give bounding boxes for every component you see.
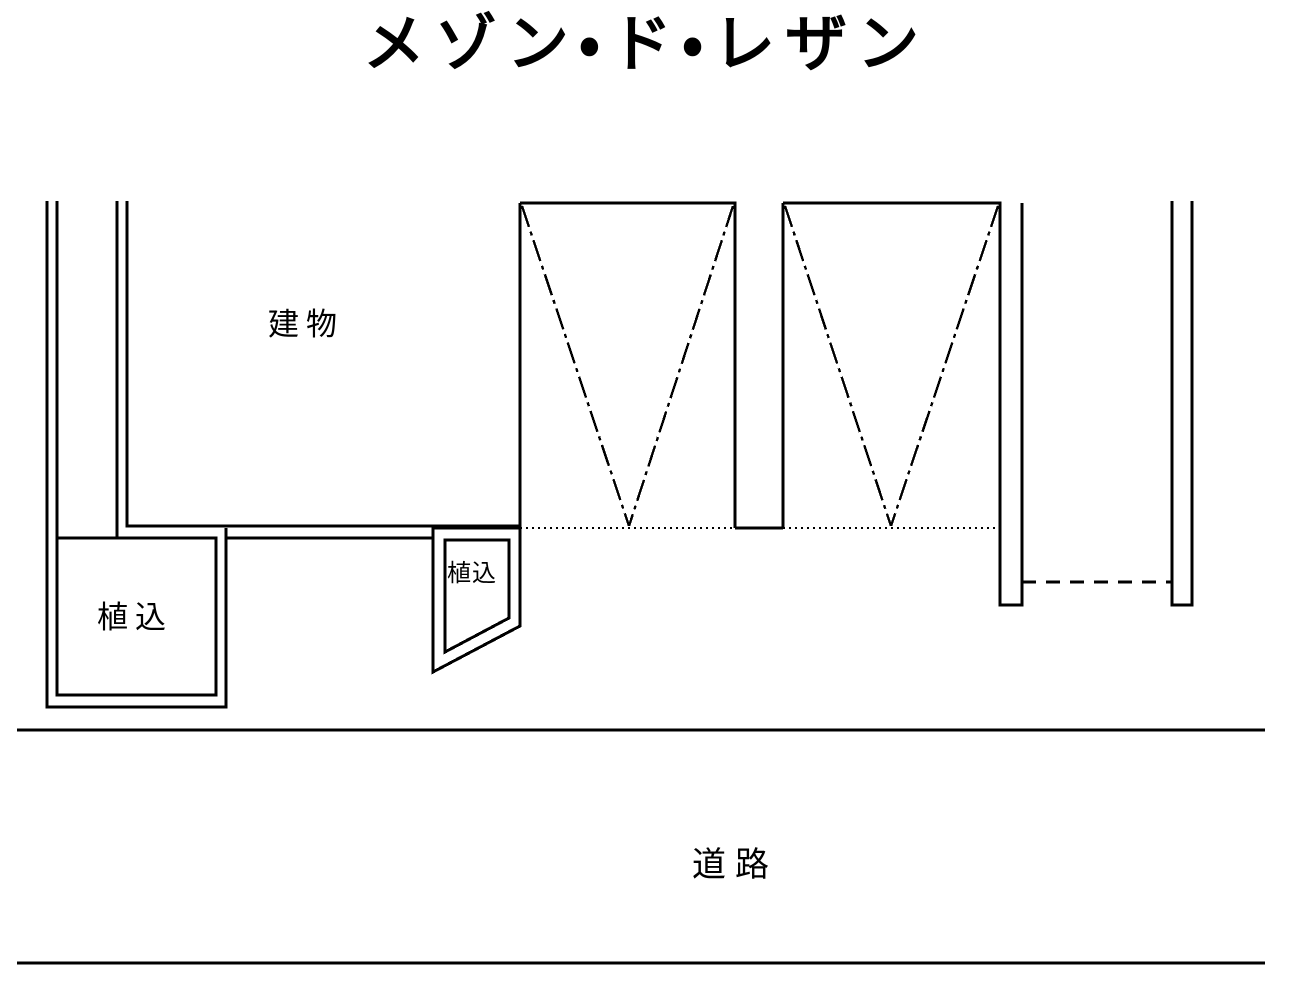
entrance-opening-right [781, 201, 1002, 528]
page-title: メゾン・ド・レザン [362, 7, 930, 80]
road-band [17, 728, 1265, 965]
right-wall-stub [998, 203, 1024, 607]
far-right-wall [1170, 201, 1194, 607]
entrance-opening-left [518, 201, 737, 528]
label-road: 道路 [692, 845, 778, 885]
label-planting-mid: 植込 [447, 559, 497, 587]
building-inner-left-wall [115, 201, 520, 540]
label-building: 建物 [268, 307, 344, 343]
planting-bed-left [55, 536, 218, 697]
entrance-opening-left-swing-icon [520, 205, 735, 527]
label-planting-left: 植込 [97, 600, 173, 636]
entrance-opening-right-swing-icon [783, 205, 1000, 527]
planting-bed-mid [431, 526, 522, 675]
